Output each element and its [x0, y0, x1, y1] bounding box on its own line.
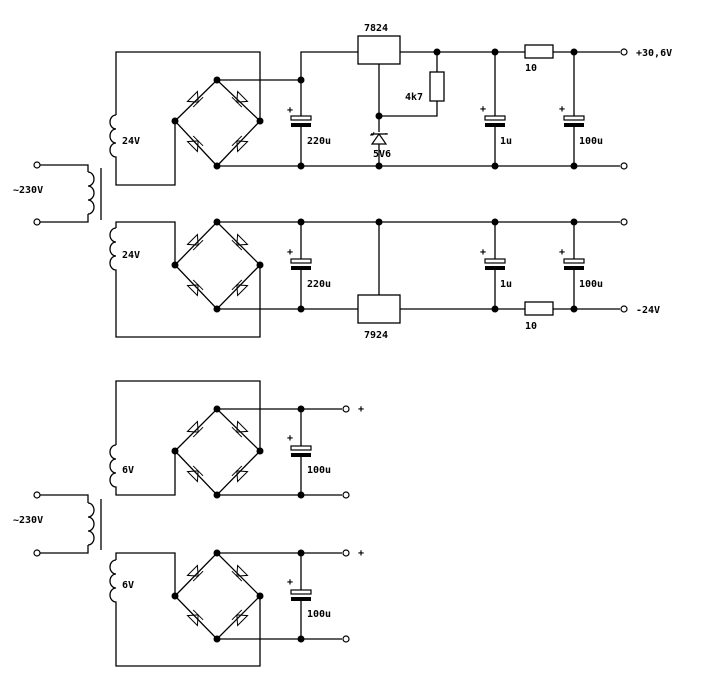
regulator-label: 7824	[364, 23, 388, 34]
filter-capacitor: + 220u	[287, 80, 331, 166]
series-resistor	[524, 301, 554, 316]
rectifier-diode	[231, 465, 248, 482]
output-terminal-ground	[342, 635, 350, 643]
resistor-label: 10	[525, 321, 537, 332]
bridge-rectifier	[174, 408, 261, 496]
zener-diode: 5V6	[370, 131, 391, 160]
rectifier-diode	[187, 565, 204, 582]
primary-voltage-label: ~230V	[13, 185, 43, 196]
primary-voltage-label: ~230V	[13, 515, 43, 526]
regulator-7924	[357, 294, 401, 324]
output-voltage-positive: +30,6V	[636, 48, 672, 59]
secondary-voltage-label: 24V	[122, 136, 140, 147]
rectifier-diode	[231, 91, 248, 108]
svg-text:+: +	[559, 247, 565, 258]
svg-text:+: +	[287, 577, 293, 588]
svg-text:220u: 220u	[307, 279, 331, 290]
svg-text:+: +	[480, 247, 486, 258]
output-terminal-ground	[620, 162, 628, 170]
rectifier-diode	[231, 609, 248, 626]
rectifier-diode	[187, 421, 204, 438]
output-capacitor: + 1u	[480, 222, 512, 309]
svg-text:+: +	[287, 433, 293, 444]
rectifier-diode	[231, 565, 248, 582]
supply-6v: ~230V 6V + + 100u	[13, 380, 364, 667]
mains-terminal	[33, 218, 41, 226]
rectifier-diode	[231, 421, 248, 438]
secondary-voltage-label: 6V	[122, 465, 134, 476]
filter-capacitor: + 100u	[287, 409, 331, 495]
output-terminal-positive	[620, 48, 628, 56]
filter-capacitor: + 220u	[287, 222, 331, 309]
series-resistor	[524, 44, 554, 59]
regulator-label: 7924	[364, 330, 388, 341]
output-terminal-positive	[342, 405, 350, 413]
svg-text:+: +	[480, 104, 486, 115]
svg-text:1u: 1u	[500, 136, 512, 147]
svg-text:+: +	[559, 104, 565, 115]
rectifier-diode	[231, 279, 248, 296]
upper-secondary: 6V	[109, 380, 264, 499]
svg-text:+: +	[287, 247, 293, 258]
svg-text:5V6: 5V6	[373, 149, 391, 160]
plus-label: +	[358, 548, 364, 559]
primary-winding-24: ~230V	[13, 161, 102, 226]
plus-label: +	[358, 404, 364, 415]
primary-winding-6: ~230V	[13, 491, 102, 557]
output-capacitor: + 100u	[559, 52, 603, 166]
secondary-voltage-label: 6V	[122, 580, 134, 591]
output-voltage-negative: -24V	[636, 305, 660, 316]
rectifier-diode	[187, 234, 204, 251]
output-terminal-positive	[342, 549, 350, 557]
bias-resistor	[429, 71, 445, 102]
secondary-voltage-label: 24V	[122, 250, 140, 261]
bridge-rectifier	[174, 221, 261, 310]
svg-text:220u: 220u	[307, 136, 331, 147]
supply-24v: ~230V 24V 7824 10 +30,6V	[13, 23, 672, 341]
mains-terminal	[33, 549, 41, 557]
bridge-rectifier	[174, 552, 261, 640]
svg-text:100u: 100u	[579, 279, 603, 290]
output-capacitor: + 1u	[480, 52, 512, 166]
resistor-label: 4k7	[405, 92, 423, 103]
svg-text:+: +	[287, 105, 293, 116]
svg-text:100u: 100u	[307, 609, 331, 620]
svg-text:100u: 100u	[307, 465, 331, 476]
output-capacitor: + 100u	[559, 222, 603, 309]
rectifier-diode	[187, 465, 204, 482]
resistor-label: 10	[525, 63, 537, 74]
svg-text:100u: 100u	[579, 136, 603, 147]
output-terminal-ground	[620, 218, 628, 226]
rectifier-diode	[231, 234, 248, 251]
bridge-rectifier	[174, 79, 261, 167]
output-terminal-ground	[342, 491, 350, 499]
rectifier-diode	[187, 279, 204, 296]
regulator-7824	[357, 35, 401, 65]
mains-terminal	[33, 491, 41, 499]
upper-secondary: 24V	[109, 51, 264, 186]
lower-secondary: 6V	[109, 549, 264, 667]
mains-terminal	[33, 161, 41, 169]
rectifier-diode	[231, 135, 248, 152]
rectifier-diode	[187, 91, 204, 108]
filter-capacitor: + 100u	[287, 553, 331, 639]
lower-secondary: 24V	[109, 218, 264, 338]
output-terminal-negative	[620, 305, 628, 313]
svg-text:1u: 1u	[500, 279, 512, 290]
